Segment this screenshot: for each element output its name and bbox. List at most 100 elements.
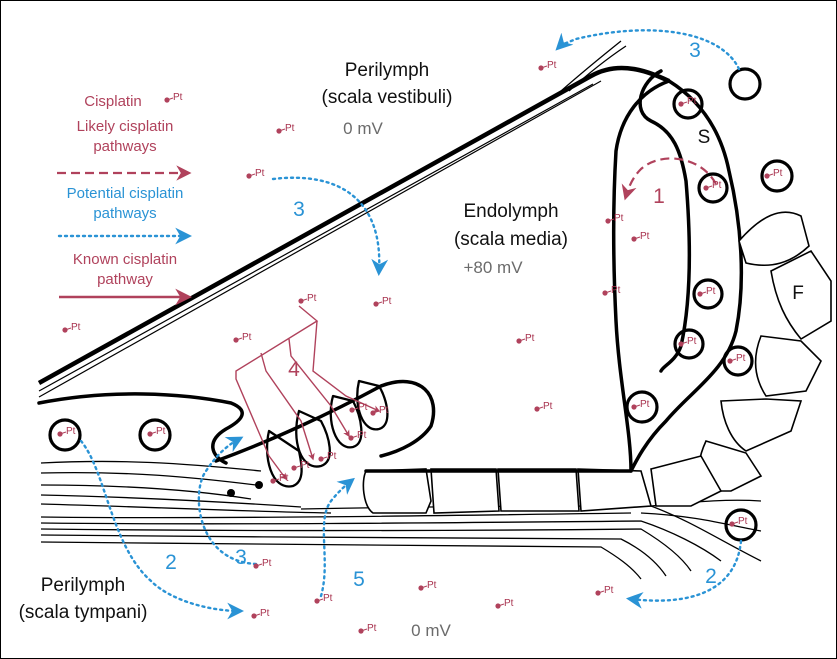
- pt-label: Pt: [71, 322, 81, 333]
- scala-media-boundary: [364, 69, 744, 473]
- pt-molecule: Pt: [703, 180, 722, 191]
- perilymph-vestibuli-label: Perilymph: [345, 60, 429, 81]
- pt-label: Pt: [173, 92, 183, 103]
- pt-molecule: Pt: [233, 332, 252, 343]
- pt-dot: [147, 431, 153, 437]
- supporting-cells: [362, 468, 653, 514]
- pathway-number-3-top: 3: [689, 39, 701, 62]
- pt-molecule: Pt: [147, 426, 166, 437]
- pt-dot: [276, 128, 282, 134]
- pt-molecule: Pt: [729, 516, 748, 527]
- pathway-number-4: 4: [288, 358, 300, 381]
- pt-molecule: Pt: [57, 426, 76, 437]
- pt-dot: [251, 613, 257, 619]
- reissner-membrane: [37, 40, 670, 398]
- pt-dot: [631, 236, 637, 242]
- pt-label: Pt: [427, 580, 437, 591]
- pt-molecule: Pt: [538, 60, 557, 71]
- legend-likely-label-2: pathways: [93, 138, 156, 155]
- pt-dot: [246, 173, 252, 179]
- pt-label: Pt: [547, 60, 557, 71]
- pt-molecule: Pt: [164, 92, 183, 103]
- pathway-number-3-bottom: 3: [235, 546, 247, 569]
- pt-label: Pt: [712, 180, 722, 191]
- legend-known-label: Known cisplatin: [73, 251, 177, 268]
- pt-dot: [729, 521, 735, 527]
- pt-dot: [57, 431, 63, 437]
- pathway-number-3-mid: 3: [293, 198, 305, 221]
- pt-molecule: Pt: [298, 293, 317, 304]
- pt-label: Pt: [736, 353, 746, 364]
- pathway-2-right-arrow: [625, 539, 743, 609]
- pt-label: Pt: [156, 426, 166, 437]
- pt-dot: [602, 290, 608, 296]
- pt-dot: [534, 406, 540, 412]
- potential-pathways: [79, 29, 743, 620]
- pt-label: Pt: [358, 402, 368, 413]
- pt-label: Pt: [640, 399, 650, 410]
- pt-dot: [314, 598, 320, 604]
- pt-molecule: Pt: [595, 585, 614, 596]
- pt-label: Pt: [687, 336, 697, 347]
- pt-label: Pt: [640, 231, 650, 242]
- pt-dot: [233, 337, 239, 343]
- endolymph-label: Endolymph: [463, 201, 558, 222]
- legend-likely-label: Likely cisplatin: [77, 118, 174, 135]
- scala-media-label: (scala media): [454, 229, 568, 250]
- legend: Cisplatin Likely cisplatin pathways Pote…: [57, 93, 193, 306]
- pt-molecule: Pt: [251, 608, 270, 619]
- pt-molecule: Pt: [348, 430, 367, 441]
- pt-molecule: Pt: [349, 402, 368, 413]
- pathway-number-2-right: 2: [705, 565, 717, 588]
- pt-dot: [495, 603, 501, 609]
- pt-molecule: Pt: [605, 213, 624, 224]
- pt-molecule: Pt: [631, 231, 650, 242]
- pt-label: Pt: [614, 213, 624, 224]
- legend-potential-label-2: pathways: [93, 205, 156, 222]
- pt-label: Pt: [255, 168, 265, 179]
- pt-molecule: Pt: [764, 168, 783, 179]
- pt-molecule: Pt: [314, 593, 333, 604]
- pt-dot: [318, 456, 324, 462]
- pt-dot: [418, 585, 424, 591]
- pt-molecule: Pt: [495, 598, 514, 609]
- pt-label: Pt: [323, 593, 333, 604]
- tympani-voltage: 0 mV: [411, 621, 451, 640]
- pathway-number-5: 5: [353, 568, 365, 591]
- legend-potential-label: Potential cisplatin: [67, 185, 184, 202]
- pt-label: Pt: [611, 285, 621, 296]
- pt-label: Pt: [242, 332, 252, 343]
- pt-label: Pt: [300, 460, 310, 471]
- fibrocyte-label: F: [792, 283, 804, 304]
- pt-molecule: Pt: [602, 285, 621, 296]
- pt-dot: [348, 435, 354, 441]
- pt-molecule: Pt: [358, 623, 377, 634]
- pt-molecule: Pt: [697, 286, 716, 297]
- pt-molecule: Pt: [270, 473, 289, 484]
- pt-label: Pt: [260, 608, 270, 619]
- legend-known-label-2: pathway: [97, 271, 153, 288]
- pt-label: Pt: [525, 333, 535, 344]
- pt-label: Pt: [327, 451, 337, 462]
- pt-molecule: Pt: [631, 399, 650, 410]
- legend-cisplatin-label: Cisplatin: [84, 93, 142, 110]
- stria-label: S: [698, 127, 711, 148]
- pt-molecule: Pt: [276, 123, 295, 134]
- pt-molecule: Pt: [62, 322, 81, 333]
- endolymph-voltage: +80 mV: [463, 258, 523, 277]
- pt-label: Pt: [773, 168, 783, 179]
- pt-dot: [164, 97, 170, 103]
- cisplatin-molecules: PtPtPtPtPtPtPtPtPtPtPtPtPtPtPtPtPtPtPtPt…: [57, 60, 783, 634]
- pathway-2-left-arrow: [79, 439, 245, 620]
- pt-dot: [697, 291, 703, 297]
- pt-label: Pt: [357, 430, 367, 441]
- pt-dot: [298, 298, 304, 304]
- pathway-number-1: 1: [653, 185, 665, 208]
- stria-capillaries: [48, 67, 794, 542]
- pt-label: Pt: [279, 473, 289, 484]
- pt-label: Pt: [706, 286, 716, 297]
- pt-molecule: Pt: [291, 460, 310, 471]
- pt-label: Pt: [262, 558, 272, 569]
- pt-dot: [605, 218, 611, 224]
- pt-dot: [253, 563, 259, 569]
